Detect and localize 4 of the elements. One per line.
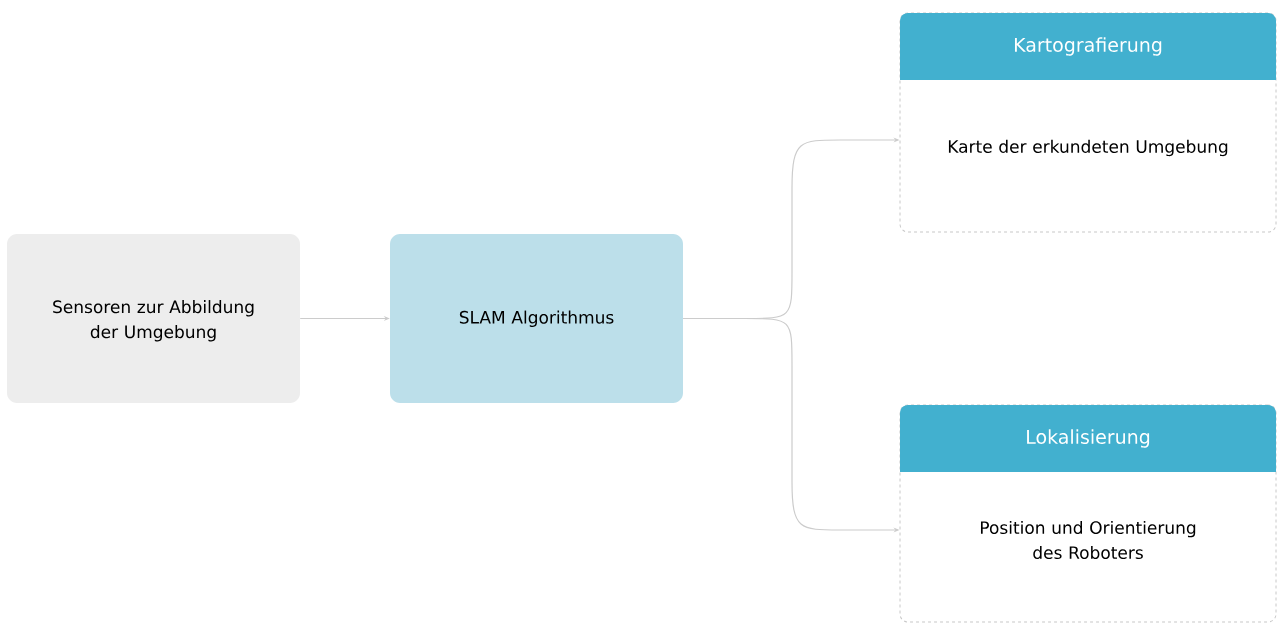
process-box: Sensoren zur Abbildung der Umgebung [7, 234, 300, 403]
card: Lokalisierung Position und Orientierung des Roboters [899, 404, 1277, 623]
process-box: SLAM Algorithmus [390, 234, 683, 403]
card: Kartografierung Karte der erkundeten Umgebung [899, 12, 1277, 233]
